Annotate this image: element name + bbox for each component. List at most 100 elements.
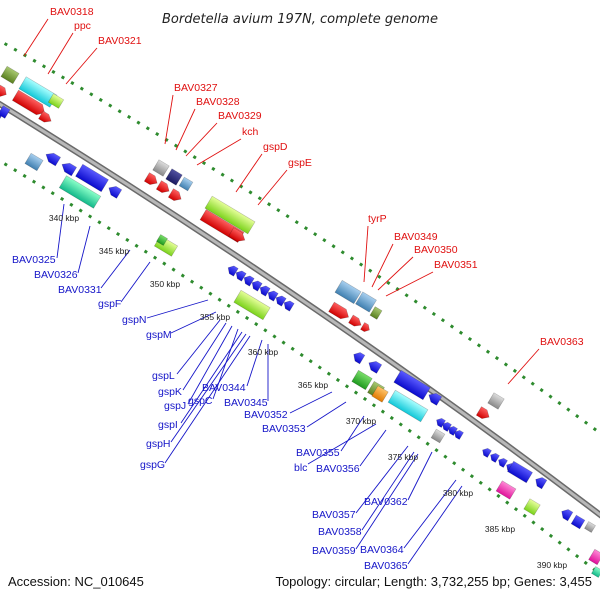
- outer-leader-line: [47, 32, 74, 75]
- gene-blue-j-3: [454, 430, 464, 440]
- gene-red-bav0318: [0, 84, 7, 97]
- gene-steel-bav0349: [355, 291, 377, 313]
- gene-steel-bav0325: [24, 152, 44, 172]
- inner-gene-label: gspI: [158, 419, 178, 431]
- gene-red-bav0321: [38, 110, 52, 123]
- inner-gene-label: BAV0331: [58, 284, 102, 296]
- gene-blue-gsp-4: [259, 285, 271, 297]
- inner-gene-label: blc: [294, 462, 307, 474]
- inner-leader-line: [182, 322, 227, 391]
- outer-leader-line: [507, 348, 540, 385]
- outer-leader-line: [385, 271, 434, 297]
- outer-leader-line: [257, 169, 288, 206]
- gene-magenta-a: [495, 480, 517, 500]
- inner-leader-line: [340, 415, 365, 452]
- inner-gene-label: gspJ: [164, 400, 186, 412]
- gene-blue-g: [368, 361, 383, 374]
- gene-blue-gsp-7: [283, 300, 295, 312]
- gene-olive-b: [369, 306, 383, 320]
- gene-blue-o: [570, 514, 586, 530]
- outer-gene-label: tyrP: [368, 213, 387, 225]
- gene-blue-gsp-6: [275, 295, 287, 307]
- inner-leader-line: [77, 225, 91, 274]
- outer-gene-label: gspE: [288, 157, 312, 169]
- accession-text: Accession: NC_010645: [8, 574, 144, 589]
- topology-text: Topology: circular; Length: 3,732,255 bp…: [275, 574, 592, 589]
- kbp-tick-label: 350 kbp: [150, 279, 181, 289]
- inner-gene-label: BAV0353: [262, 423, 306, 435]
- gene-gray-a: [152, 159, 170, 177]
- gene-blue-gsp-1: [235, 270, 247, 282]
- inner-leader-line: [306, 401, 347, 428]
- outer-leader-line: [196, 138, 242, 166]
- inner-track: [0, 159, 600, 577]
- inner-gene-label: BAV0362: [364, 496, 408, 508]
- outer-leader-line: [65, 47, 98, 85]
- gene-blue-gsp-0: [227, 265, 239, 277]
- gene-red-bav0363: [475, 406, 490, 419]
- inner-leader-line: [307, 423, 377, 465]
- inner-gene-label: BAV0344: [202, 382, 246, 394]
- inner-gene-label: BAV0325: [12, 254, 56, 266]
- gene-teal-bav0326: [58, 175, 102, 209]
- inner-gene-label: gspC: [188, 395, 213, 407]
- inner-leader-line: [170, 311, 217, 334]
- outer-leader-line: [23, 18, 49, 57]
- kbp-tick-label: 380 kbp: [443, 488, 474, 498]
- outer-gene-label: ppc: [74, 20, 91, 32]
- inner-leader-line: [100, 249, 131, 289]
- outer-gene-label: BAV0321: [98, 35, 142, 47]
- kbp-tick-label: 345 kbp: [99, 246, 130, 256]
- gene-blue-k-0: [482, 448, 492, 458]
- gene-blue-f: [353, 352, 366, 365]
- outer-gene-label: BAV0363: [540, 336, 584, 348]
- inner-leader-line: [361, 451, 415, 531]
- outer-leader-line: [377, 256, 414, 291]
- gene-red-bav0327: [143, 172, 158, 185]
- inner-gene-label: BAV0364: [360, 544, 404, 556]
- gene-olive-a: [0, 65, 20, 85]
- gene-steel-a: [178, 176, 194, 192]
- inner-leader-line: [403, 479, 457, 549]
- inner-gene-label: gspF: [98, 298, 121, 310]
- gene-cyan-bav0357: [387, 389, 429, 423]
- leaders-layer: [23, 18, 540, 565]
- backbone: [0, 102, 600, 517]
- inner-gene-label: BAV0356: [316, 463, 360, 475]
- outer-leader-line: [235, 153, 263, 193]
- inner-gene-label: BAV0345: [224, 397, 268, 409]
- features-layer: [0, 65, 600, 578]
- inner-leader-line: [355, 445, 409, 514]
- inner-leader-line: [176, 319, 221, 375]
- gene-lime-gspD: [204, 195, 256, 235]
- inner-gene-label: BAV0352: [244, 409, 288, 421]
- gene-green-bav0355: [351, 369, 373, 391]
- outer-gene-label: BAV0351: [434, 259, 478, 271]
- gene-blue-m: [535, 477, 548, 490]
- kbp-tick-label: 360 kbp: [248, 347, 279, 357]
- gene-blue-k-1: [490, 453, 500, 463]
- inner-gene-label: gspK: [158, 386, 182, 398]
- gene-gray-bav0363: [487, 392, 505, 410]
- kbp-tick-label: 370 kbp: [346, 416, 377, 426]
- inner-gene-label: gspH: [146, 438, 171, 450]
- inner-leader-line: [120, 261, 151, 303]
- gene-navy-a: [165, 168, 183, 186]
- inner-gene-label: gspM: [146, 329, 172, 341]
- outer-gene-label: gspD: [263, 141, 288, 153]
- outer-gene-label: BAV0350: [414, 244, 458, 256]
- gene-magenta-b: [588, 548, 600, 566]
- inner-gene-label: BAV0359: [312, 545, 356, 557]
- gene-blue-l: [507, 460, 533, 484]
- page-title: Bordetella avium 197N, complete genome: [162, 12, 438, 27]
- gene-blue-c: [61, 162, 77, 177]
- inner-leader-line: [246, 339, 263, 387]
- gene-gray-c: [584, 521, 596, 533]
- kbp-tick-label: 385 kbp: [485, 524, 516, 534]
- gene-blue-inner-a: [0, 105, 11, 119]
- gene-gray-bav0362: [430, 428, 446, 444]
- inner-gene-label: BAV0365: [364, 560, 408, 572]
- outer-leader-line: [363, 225, 369, 283]
